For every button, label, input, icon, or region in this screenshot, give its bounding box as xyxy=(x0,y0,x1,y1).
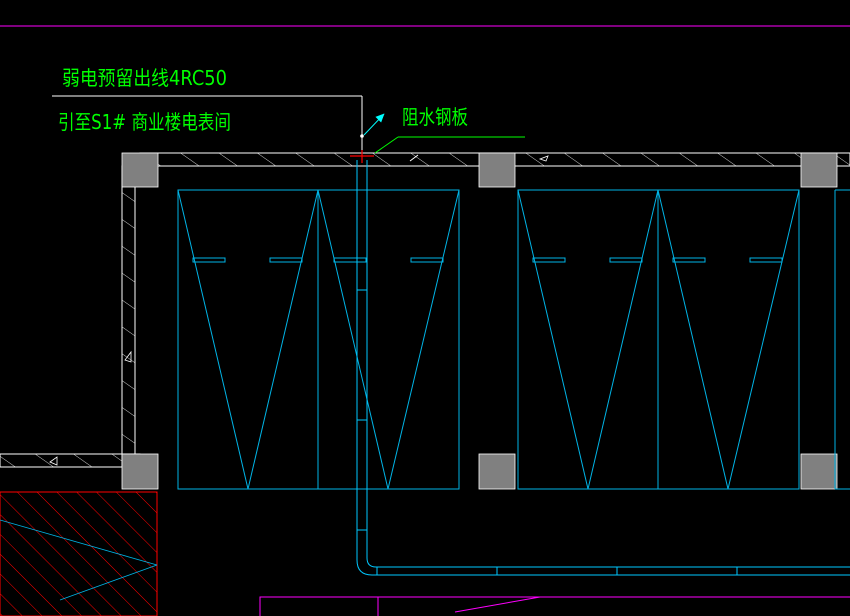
steel-plate-marker xyxy=(350,150,374,163)
column-top-right xyxy=(800,152,838,188)
leader-steel-plate xyxy=(360,113,525,154)
annotation-route-to-meter-room: 引至S1# 商业楼电表间 xyxy=(58,110,231,134)
cabinet-group-right xyxy=(517,189,850,490)
column-bottom-right xyxy=(800,453,838,490)
boundary-line-bottom xyxy=(259,596,850,616)
wall-left xyxy=(121,165,136,467)
column-top-left xyxy=(121,152,159,188)
column-bottom-mid xyxy=(478,453,516,490)
annotation-weak-current-reserved: 弱电预留出线4RC50 xyxy=(62,66,227,90)
wall-bottom-left xyxy=(0,453,141,468)
cabinet-group-left xyxy=(177,189,460,490)
column-bottom-left xyxy=(121,453,159,490)
leader-weak-current xyxy=(52,95,363,152)
annotation-water-stop-steel-plate: 阻水钢板 xyxy=(402,105,468,129)
column-top-mid xyxy=(478,152,516,188)
hatched-area-bottom-left xyxy=(0,491,158,616)
conduit-route xyxy=(356,160,850,576)
